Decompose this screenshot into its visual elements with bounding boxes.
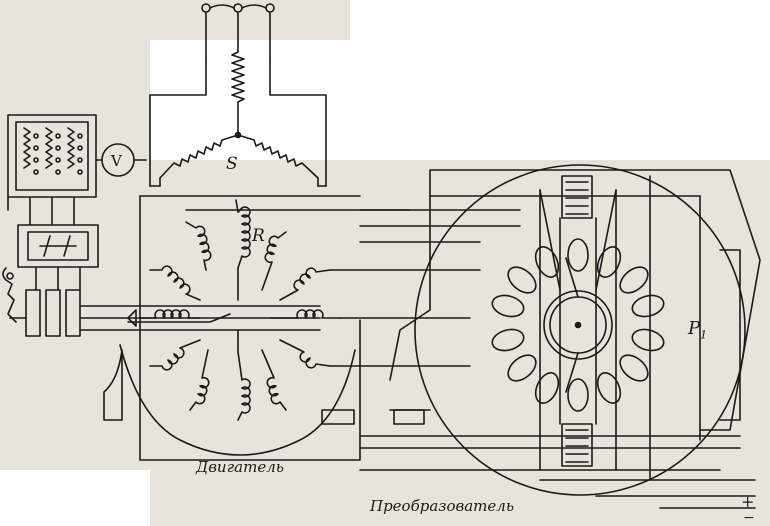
voltmeter: [95, 143, 147, 177]
motor-caption: Двигатель: [196, 458, 284, 476]
stator-winding-s: [149, 39, 327, 187]
rotor-winding-r: [127, 195, 411, 421]
converter-caption: Преобразователь: [370, 497, 514, 515]
paper-left: [0, 0, 150, 470]
converter-field-coils: [539, 175, 617, 471]
supply-terminals: [201, 3, 275, 61]
commutator-loops: [491, 189, 665, 412]
rotor-label: R: [252, 226, 265, 246]
switch-box: [17, 224, 99, 291]
paper-main: [150, 160, 770, 526]
starter-lever: [2, 267, 321, 337]
brushes-label: P1: [688, 318, 708, 342]
paper-top: [150, 0, 350, 40]
dc-plus-terminal: +: [741, 492, 755, 511]
voltmeter-label: V: [111, 152, 122, 170]
stator-label: S: [226, 154, 238, 174]
motor-frame: [103, 195, 361, 461]
regulator-box: [7, 114, 97, 226]
dc-minus-terminal: −: [743, 510, 755, 526]
bus-lines: [329, 175, 756, 509]
